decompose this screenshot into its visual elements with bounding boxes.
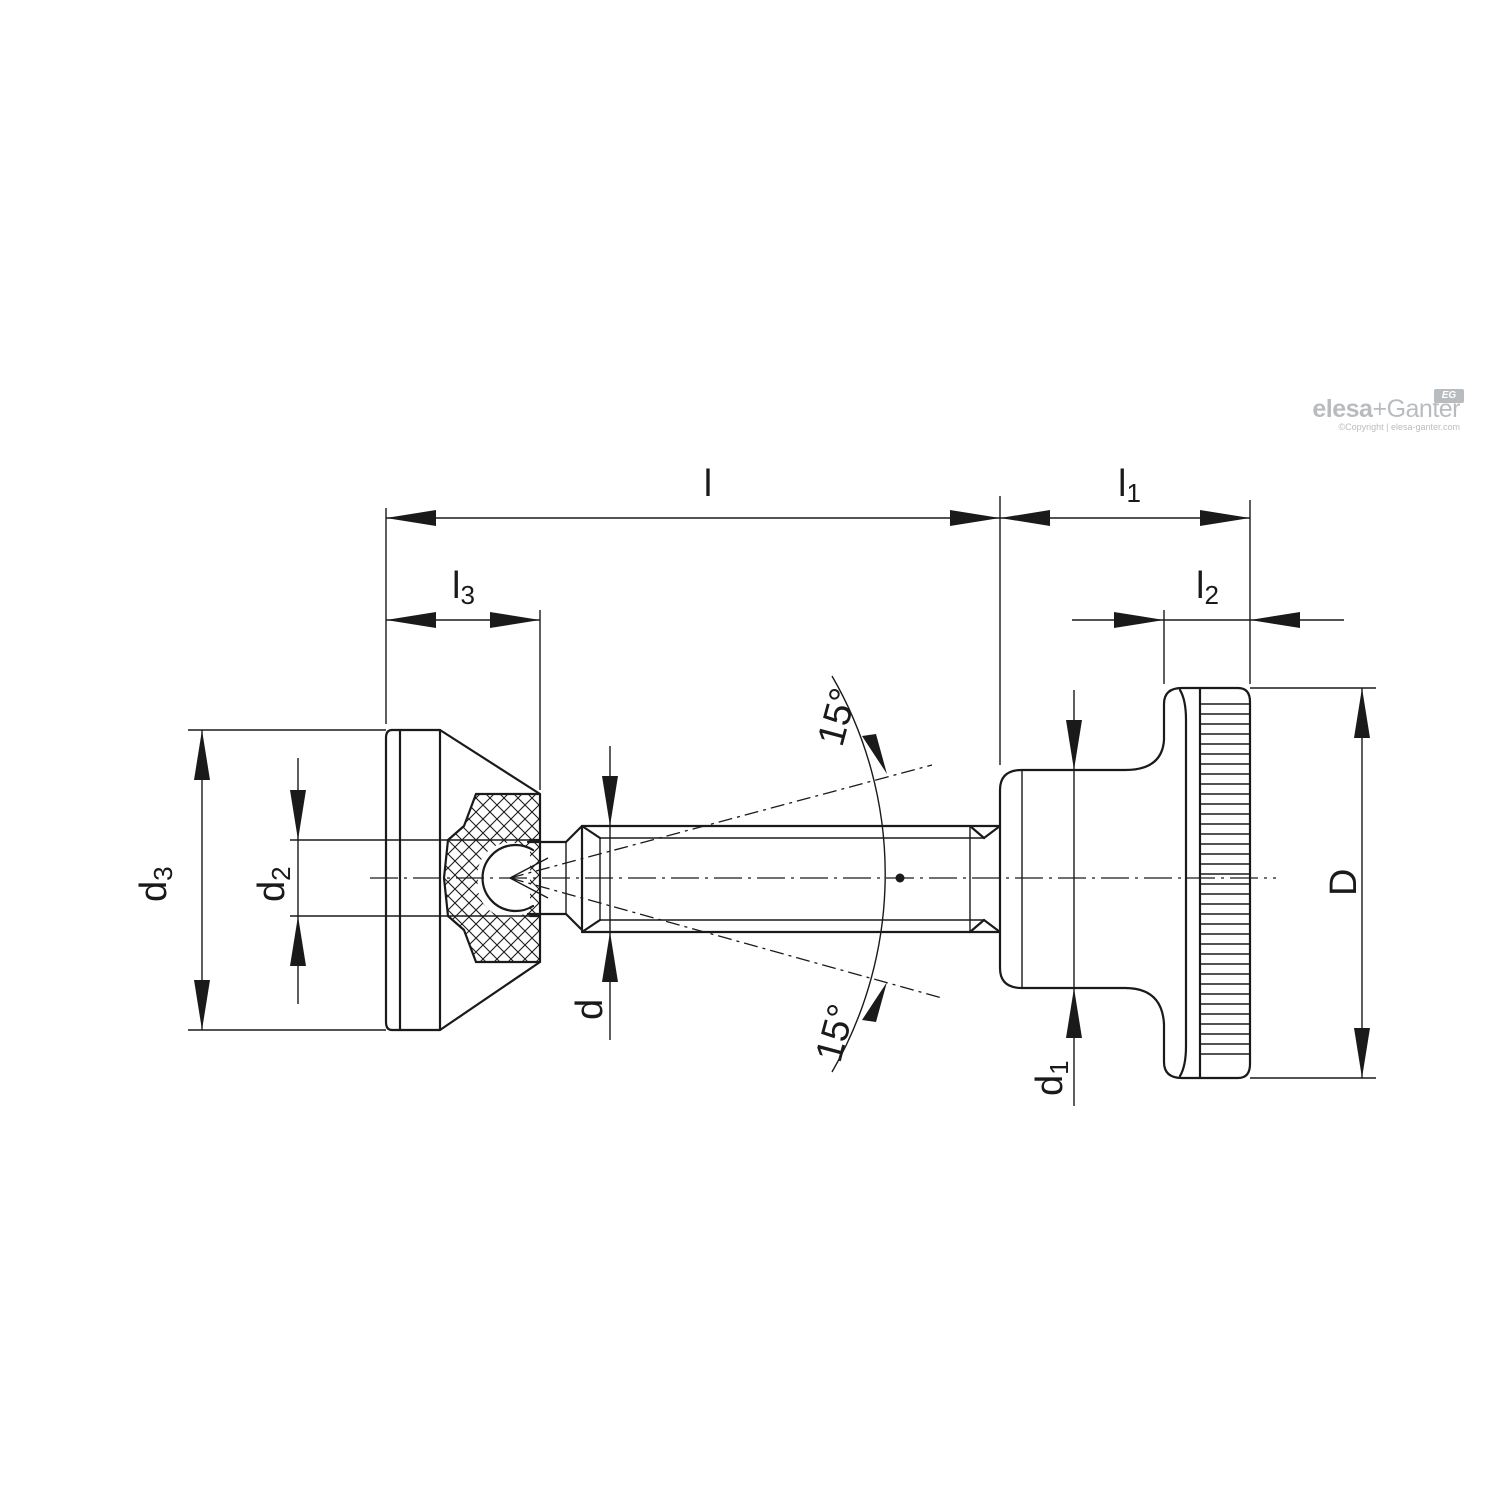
label-angle-bottom: 15° bbox=[808, 1000, 863, 1066]
label-D: D bbox=[1323, 869, 1365, 896]
dimension-l bbox=[386, 510, 1000, 526]
label-l1: l1 bbox=[1118, 463, 1141, 508]
label-d1: d1 bbox=[1029, 1060, 1074, 1096]
knurl-lines bbox=[1200, 703, 1250, 1055]
label-l3: l3 bbox=[452, 565, 475, 610]
dimension-d1 bbox=[1066, 690, 1082, 1106]
angle-arc bbox=[831, 675, 886, 1073]
angle-vertex-dot bbox=[895, 873, 905, 883]
dimension-l2 bbox=[1072, 612, 1344, 628]
dimension-d3 bbox=[194, 730, 210, 1030]
ball-cavity bbox=[477, 842, 530, 918]
label-angle-top: 15° bbox=[810, 684, 865, 750]
angle-line-bottom bbox=[509, 877, 943, 999]
angle-line-top bbox=[509, 764, 933, 879]
extension-lines bbox=[188, 496, 1376, 1079]
threaded-shank bbox=[580, 824, 1002, 934]
label-d: d bbox=[569, 999, 611, 1020]
brand-badge: EG bbox=[1434, 389, 1464, 403]
dimension-d2 bbox=[290, 758, 306, 1004]
brand-logo: EG elesa+Ganter ©Copyright | elesa-gante… bbox=[1312, 389, 1464, 432]
label-d2: d2 bbox=[251, 866, 296, 902]
knurled-knob bbox=[998, 686, 1252, 1080]
dimension-D bbox=[1354, 688, 1370, 1078]
dimension-d bbox=[602, 746, 618, 1040]
label-l: l bbox=[704, 463, 712, 505]
label-d3: d3 bbox=[133, 866, 178, 902]
copyright-text: ©Copyright | elesa-ganter.com bbox=[1338, 422, 1460, 432]
label-l2: l2 bbox=[1196, 565, 1219, 610]
dimension-l3 bbox=[386, 612, 540, 628]
dimension-l1 bbox=[1000, 510, 1250, 526]
